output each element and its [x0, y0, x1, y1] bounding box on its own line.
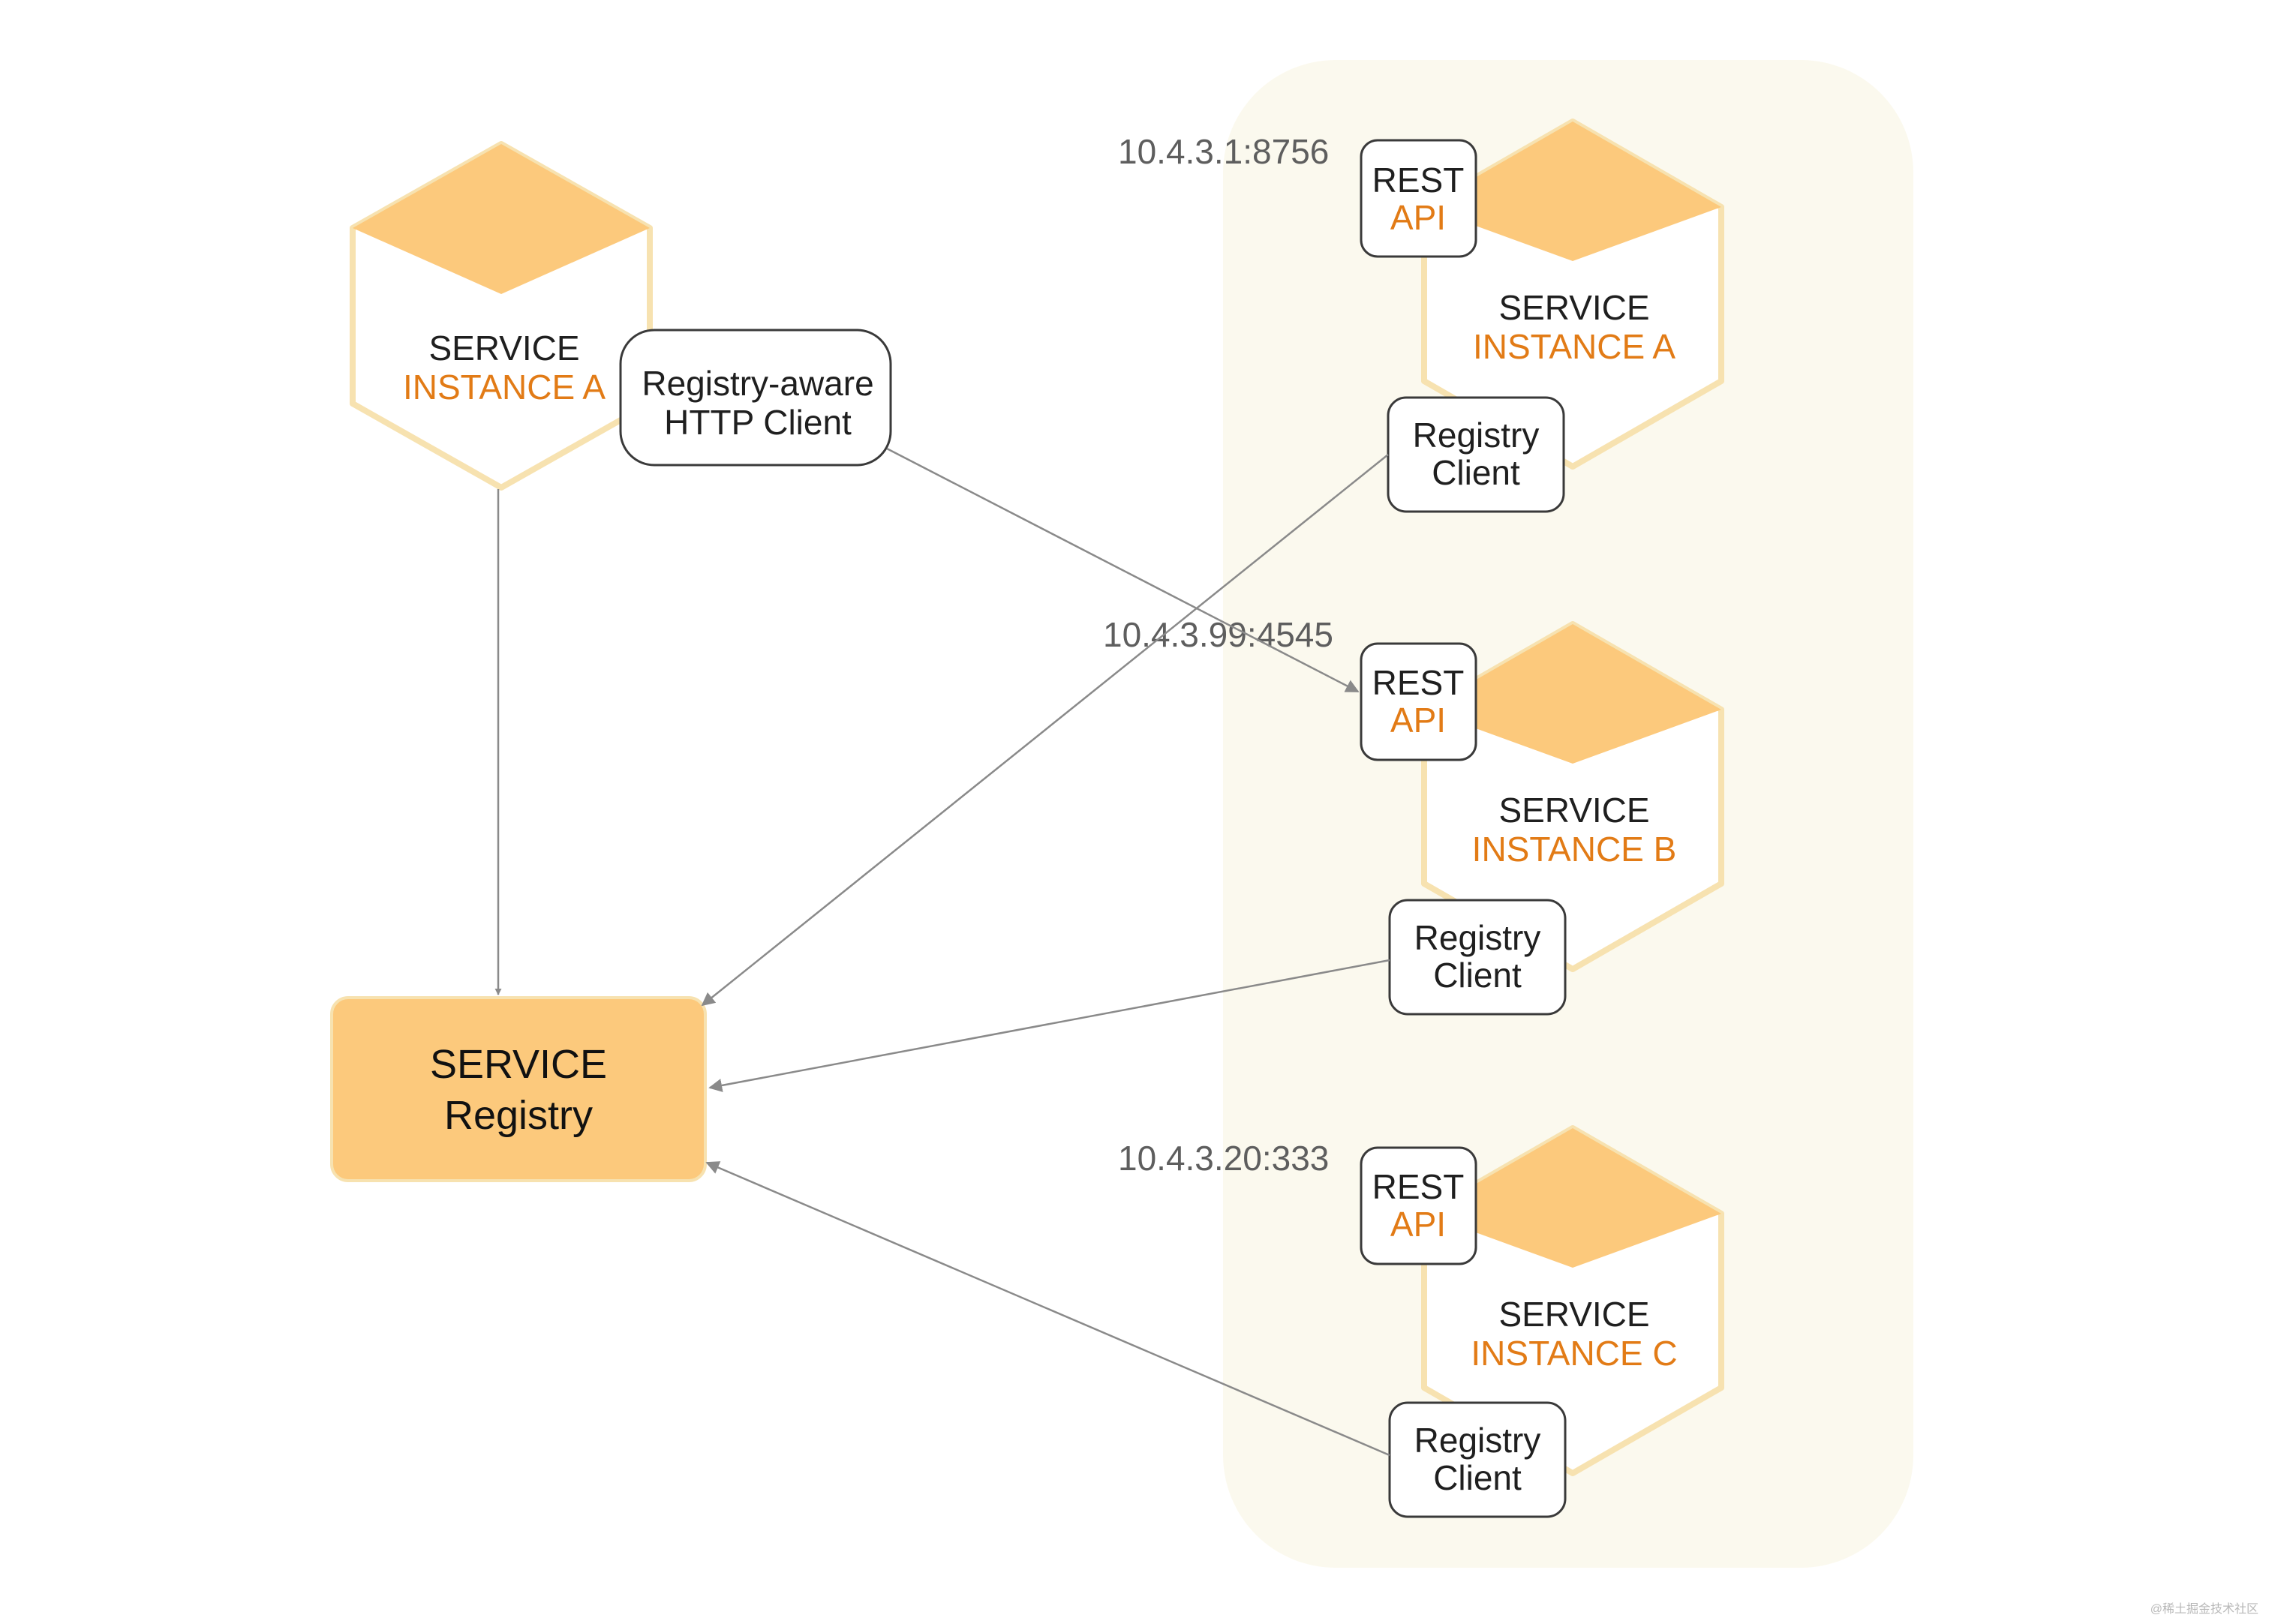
instance-a-api-word: API [1390, 198, 1446, 237]
arrow-instance-b-registry-client-to-registry [708, 959, 1390, 1092]
http-client-line1: Registry-aware [642, 364, 873, 403]
instance-c-hexagon-top [1424, 1128, 1721, 1268]
http-client-line2: HTTP Client [664, 403, 852, 442]
instance-c-ip: 10.4.3.20:333 [1118, 1139, 1329, 1178]
instance-c: 10.4.3.20:333 SERVICE INSTANCE C REST AP… [1118, 1125, 1724, 1518]
instance-b-hexagon-top [1424, 624, 1721, 764]
client-service-word: SERVICE [428, 329, 579, 368]
arrow-http-client-to-instance-b-rest [886, 447, 1360, 693]
arrow-instance-a-registry-client-to-registry [701, 454, 1389, 1007]
instance-b: 10.4.3.99:4545 SERVICE INSTANCE B REST A… [1103, 615, 1724, 1016]
instance-a-service-word: SERVICE [1498, 288, 1649, 327]
instance-c-registry-client-line1: Registry [1414, 1421, 1541, 1460]
instance-a-ip: 10.4.3.1:8756 [1118, 132, 1329, 171]
instance-c-rest-api[interactable] [1360, 1146, 1477, 1265]
http-client-box[interactable] [619, 329, 892, 467]
instance-a-hexagon-top [1424, 122, 1721, 261]
instance-a-registry-client-line1: Registry [1413, 416, 1540, 455]
watermark: @稀土掘金技术社区 [2150, 1602, 2258, 1616]
instance-b-label: INSTANCE B [1472, 830, 1677, 869]
instance-c-registry-client-line2: Client [1433, 1458, 1522, 1497]
service-registry-box[interactable] [330, 996, 707, 1182]
instance-a-label: INSTANCE A [1473, 327, 1675, 366]
client-hexagon-top [353, 144, 650, 294]
instance-b-api-word: API [1390, 701, 1446, 740]
instance-c-service-word: SERVICE [1498, 1295, 1649, 1334]
instance-b-service-word: SERVICE [1498, 791, 1649, 830]
instance-c-registry-client[interactable] [1388, 1401, 1567, 1518]
instance-b-registry-client-line2: Client [1433, 956, 1522, 995]
instance-c-rest-word: REST [1372, 1167, 1465, 1206]
service-registry[interactable]: SERVICE Registry [330, 996, 707, 1182]
instance-b-rest-api[interactable] [1360, 642, 1477, 761]
instance-b-ip: 10.4.3.99:4545 [1103, 615, 1333, 654]
instance-c-label: INSTANCE C [1471, 1334, 1677, 1373]
instance-a: 10.4.3.1:8756 SERVICE INSTANCE A REST AP… [1118, 119, 1724, 513]
client-instance-label: INSTANCE A [403, 368, 606, 407]
instance-b-registry-client-line1: Registry [1414, 918, 1541, 957]
instance-a-registry-client-line2: Client [1432, 453, 1520, 492]
instance-a-rest-api[interactable] [1360, 139, 1477, 258]
instance-c-api-word: API [1390, 1205, 1446, 1244]
instance-b-registry-client[interactable] [1388, 899, 1567, 1016]
registry-line2: Registry [444, 1093, 593, 1138]
client-service: SERVICE INSTANCE A Registry-aware HTTP C… [350, 141, 892, 491]
arrow-instance-c-registry-client-to-registry [705, 1161, 1390, 1457]
instance-a-rest-word: REST [1372, 161, 1465, 200]
registry-line1: SERVICE [430, 1042, 607, 1087]
instance-b-rest-word: REST [1372, 663, 1465, 702]
